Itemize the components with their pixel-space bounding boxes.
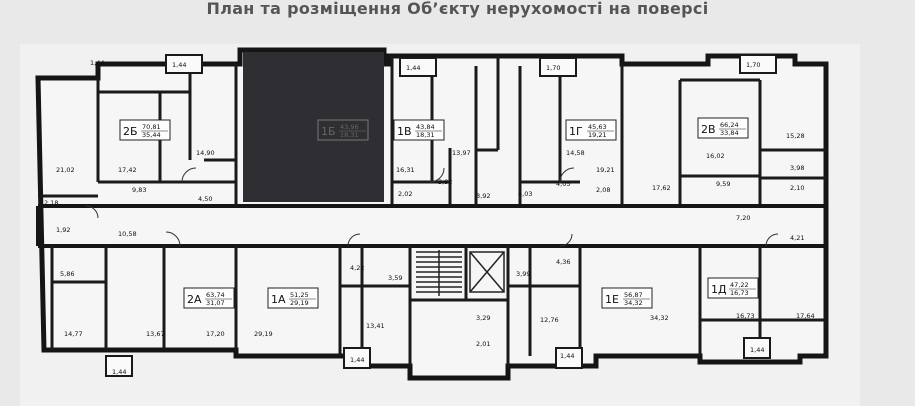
room-area-label: 3,29 — [476, 314, 490, 322]
room-area-label: 2,10 — [790, 184, 804, 192]
apartment-total-area: 70,81 — [142, 123, 161, 131]
room-area-label: 4,05 — [556, 180, 570, 188]
apartment-living-area: 33,84 — [720, 129, 739, 137]
room-area-label: 2,01 — [476, 340, 490, 348]
room-area-label: 14,58 — [566, 149, 585, 157]
room-area-label: 4,36 — [556, 258, 570, 266]
apartment-living-area: 31,07 — [206, 299, 225, 307]
apartment-id: 2Б — [123, 125, 138, 138]
room-area-label: 29,19 — [254, 330, 273, 338]
room-area-label: 34,32 — [650, 314, 669, 322]
room-area-label: 21,02 — [56, 166, 75, 174]
room-area-label: 4,22 — [350, 264, 364, 272]
room-area-label: 13,67 — [146, 330, 165, 338]
room-area-label: 13,41 — [366, 322, 385, 330]
room-area-label: 1,44 — [350, 356, 364, 364]
room-area-label: 1,44 — [750, 346, 764, 354]
apartment-id: 1Г — [569, 125, 583, 138]
room-area-label: 14,90 — [196, 149, 215, 157]
corridor-walls — [36, 204, 826, 248]
room-area-label: 1,92 — [56, 226, 70, 234]
apartment-living-area: 16,73 — [730, 289, 749, 297]
room-area-label: 3,92 — [438, 178, 452, 186]
apartment-living-area: 18,31 — [340, 131, 359, 139]
apartment-total-area: 63,74 — [206, 291, 225, 299]
apartment-id: 1В — [397, 125, 412, 138]
room-area-label: 5,86 — [60, 270, 74, 278]
apartment-total-area: 43,84 — [416, 123, 435, 131]
room-area-label: 2,02 — [398, 190, 412, 198]
room-area-label: 17,42 — [118, 166, 137, 174]
apartment-living-area: 29,19 — [290, 299, 309, 307]
room-area-label: 1,44 — [560, 352, 574, 360]
apartment-living-area: 19,21 — [588, 131, 607, 139]
room-area-label: 4,03 — [518, 190, 532, 198]
room-area-label: 1,44 — [112, 368, 126, 376]
apartment-living-area: 34,32 — [624, 299, 643, 307]
apartment-total-area: 43,96 — [340, 123, 359, 131]
apartment-id: 1Б — [321, 125, 336, 138]
elevator-shaft — [469, 251, 505, 293]
room-area-label: 17,20 — [206, 330, 225, 338]
apartment-id: 2А — [187, 293, 202, 306]
room-area-label: 1,44 — [406, 64, 420, 72]
room-area-label: 2,18 — [44, 199, 58, 207]
apartment-total-area: 56,87 — [624, 291, 643, 299]
room-area-label: 9,59 — [716, 180, 730, 188]
door-swings — [85, 167, 779, 247]
room-area-label: 4,50 — [198, 195, 212, 203]
room-area-label: 19,21 — [596, 166, 615, 174]
apartment-id: 1Д — [711, 283, 727, 296]
room-area-label: 3,92 — [476, 192, 490, 200]
apartment-total-area: 66,24 — [720, 121, 739, 129]
room-area-label: 12,76 — [540, 316, 559, 324]
staircase — [416, 250, 462, 296]
room-area-label: 14,77 — [64, 330, 83, 338]
apartment-living-area: 35,44 — [142, 131, 161, 139]
room-area-labels: 1,44 1,44 1,70 1,70 1,44 21,02 17,42 14,90 2,18 9… — [44, 59, 815, 376]
room-area-label: 7,20 — [736, 214, 750, 222]
apartment-total-area: 45,63 — [588, 123, 607, 131]
room-area-label: 17,64 — [796, 312, 815, 320]
room-area-label: 16,31 — [396, 166, 415, 174]
room-area-label: 3,99 — [516, 270, 530, 278]
room-area-label: 10,58 — [118, 230, 137, 238]
room-area-label: 1,70 — [746, 61, 760, 69]
room-area-label: 4,21 — [790, 234, 804, 242]
room-area-label: 2,08 — [596, 186, 610, 194]
room-area-label: 13,97 — [452, 149, 471, 157]
room-area-label: 1,44 — [90, 59, 104, 67]
apartment-total-area: 47,22 — [730, 281, 749, 289]
partition-walls-bottom — [50, 246, 826, 366]
room-area-label: 9,83 — [132, 186, 146, 194]
room-area-label: 15,28 — [786, 132, 805, 140]
room-area-label: 1,44 — [172, 61, 186, 69]
room-area-label: 16,02 — [706, 152, 725, 160]
room-area-label: 3,59 — [388, 274, 402, 282]
apartment-id: 2В — [701, 123, 716, 136]
room-area-label: 17,62 — [652, 184, 671, 192]
apartment-id: 1Е — [605, 293, 619, 306]
apartment-living-area: 18,31 — [416, 131, 435, 139]
partition-walls-top — [38, 56, 826, 206]
page-title: План та розміщення Об’єкту нерухомості н… — [206, 0, 709, 18]
room-area-label: 3,98 — [790, 164, 804, 172]
balconies — [105, 54, 777, 377]
apartment-id: 1А — [271, 293, 286, 306]
apartment-total-area: 51,25 — [290, 291, 309, 299]
room-area-label: 16,73 — [736, 312, 755, 320]
room-area-label: 1,70 — [546, 64, 560, 72]
